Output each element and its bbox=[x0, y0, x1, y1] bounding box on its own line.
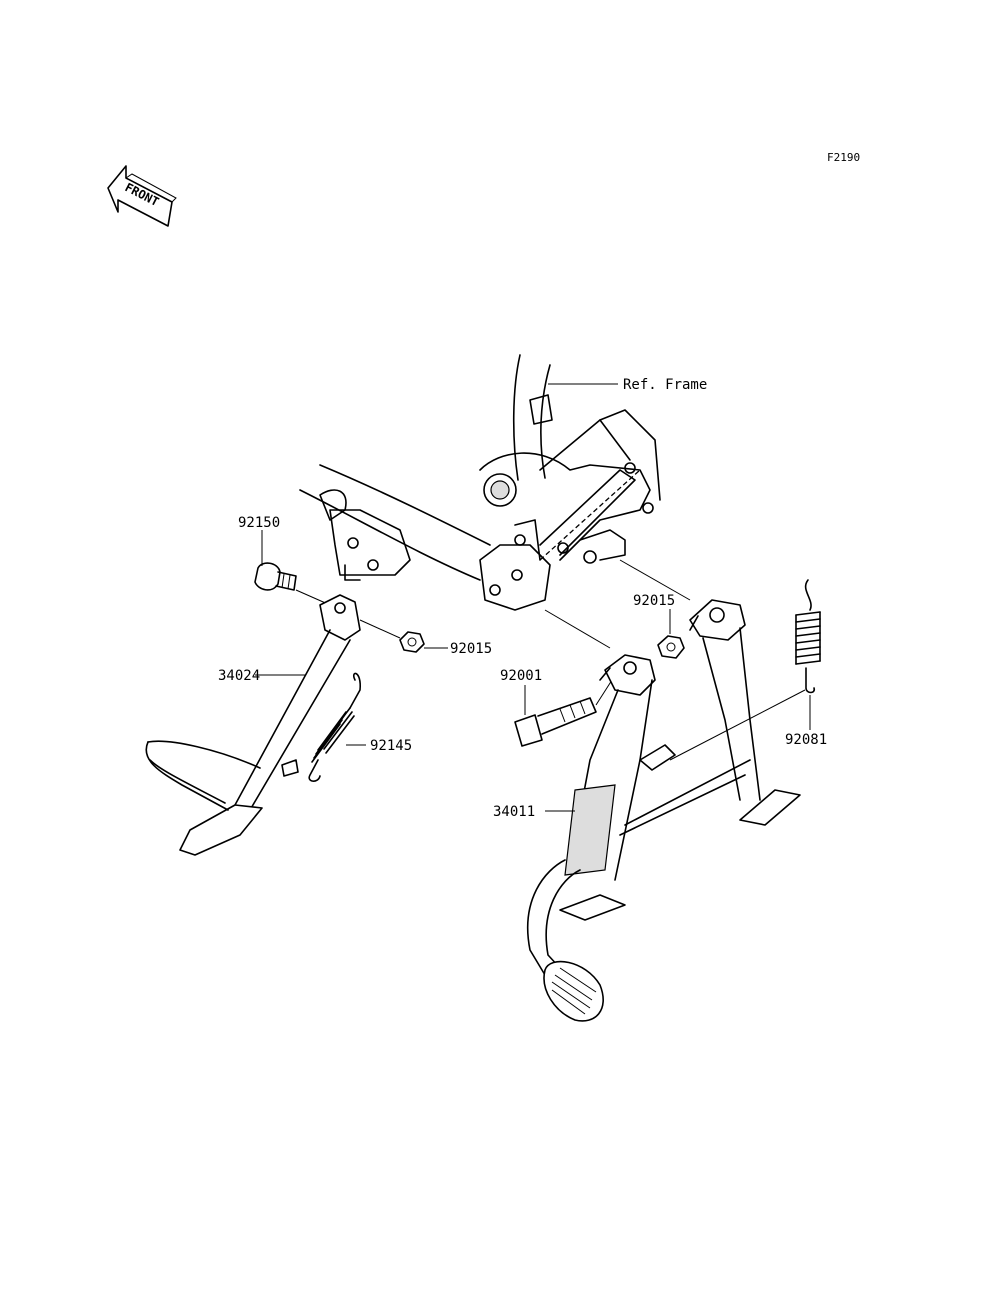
front-arrow-icon: FRONT bbox=[107, 165, 177, 227]
nut-92015-left bbox=[399, 631, 425, 653]
nut-92015-right bbox=[657, 635, 685, 659]
callout-ref-frame: Ref. Frame bbox=[623, 377, 707, 393]
callout-92081: 92081 bbox=[785, 732, 827, 748]
callout-34011: 34011 bbox=[493, 804, 535, 820]
bolt-92001 bbox=[514, 697, 597, 747]
callout-92015-left: 92015 bbox=[450, 641, 492, 657]
callout-92015-right: 92015 bbox=[633, 593, 675, 609]
bolt-92150 bbox=[254, 562, 297, 591]
callout-92001: 92001 bbox=[500, 668, 542, 684]
side-stand-34024 bbox=[145, 594, 361, 856]
callout-92145: 92145 bbox=[370, 738, 412, 754]
center-stand-34011 bbox=[526, 599, 801, 1022]
callout-92150: 92150 bbox=[238, 515, 280, 531]
spring-92145 bbox=[308, 672, 361, 782]
spring-92081 bbox=[795, 579, 821, 694]
diagram-code: F2190 bbox=[827, 151, 860, 164]
frame-assembly bbox=[299, 354, 661, 611]
callout-34024: 34024 bbox=[218, 668, 260, 684]
